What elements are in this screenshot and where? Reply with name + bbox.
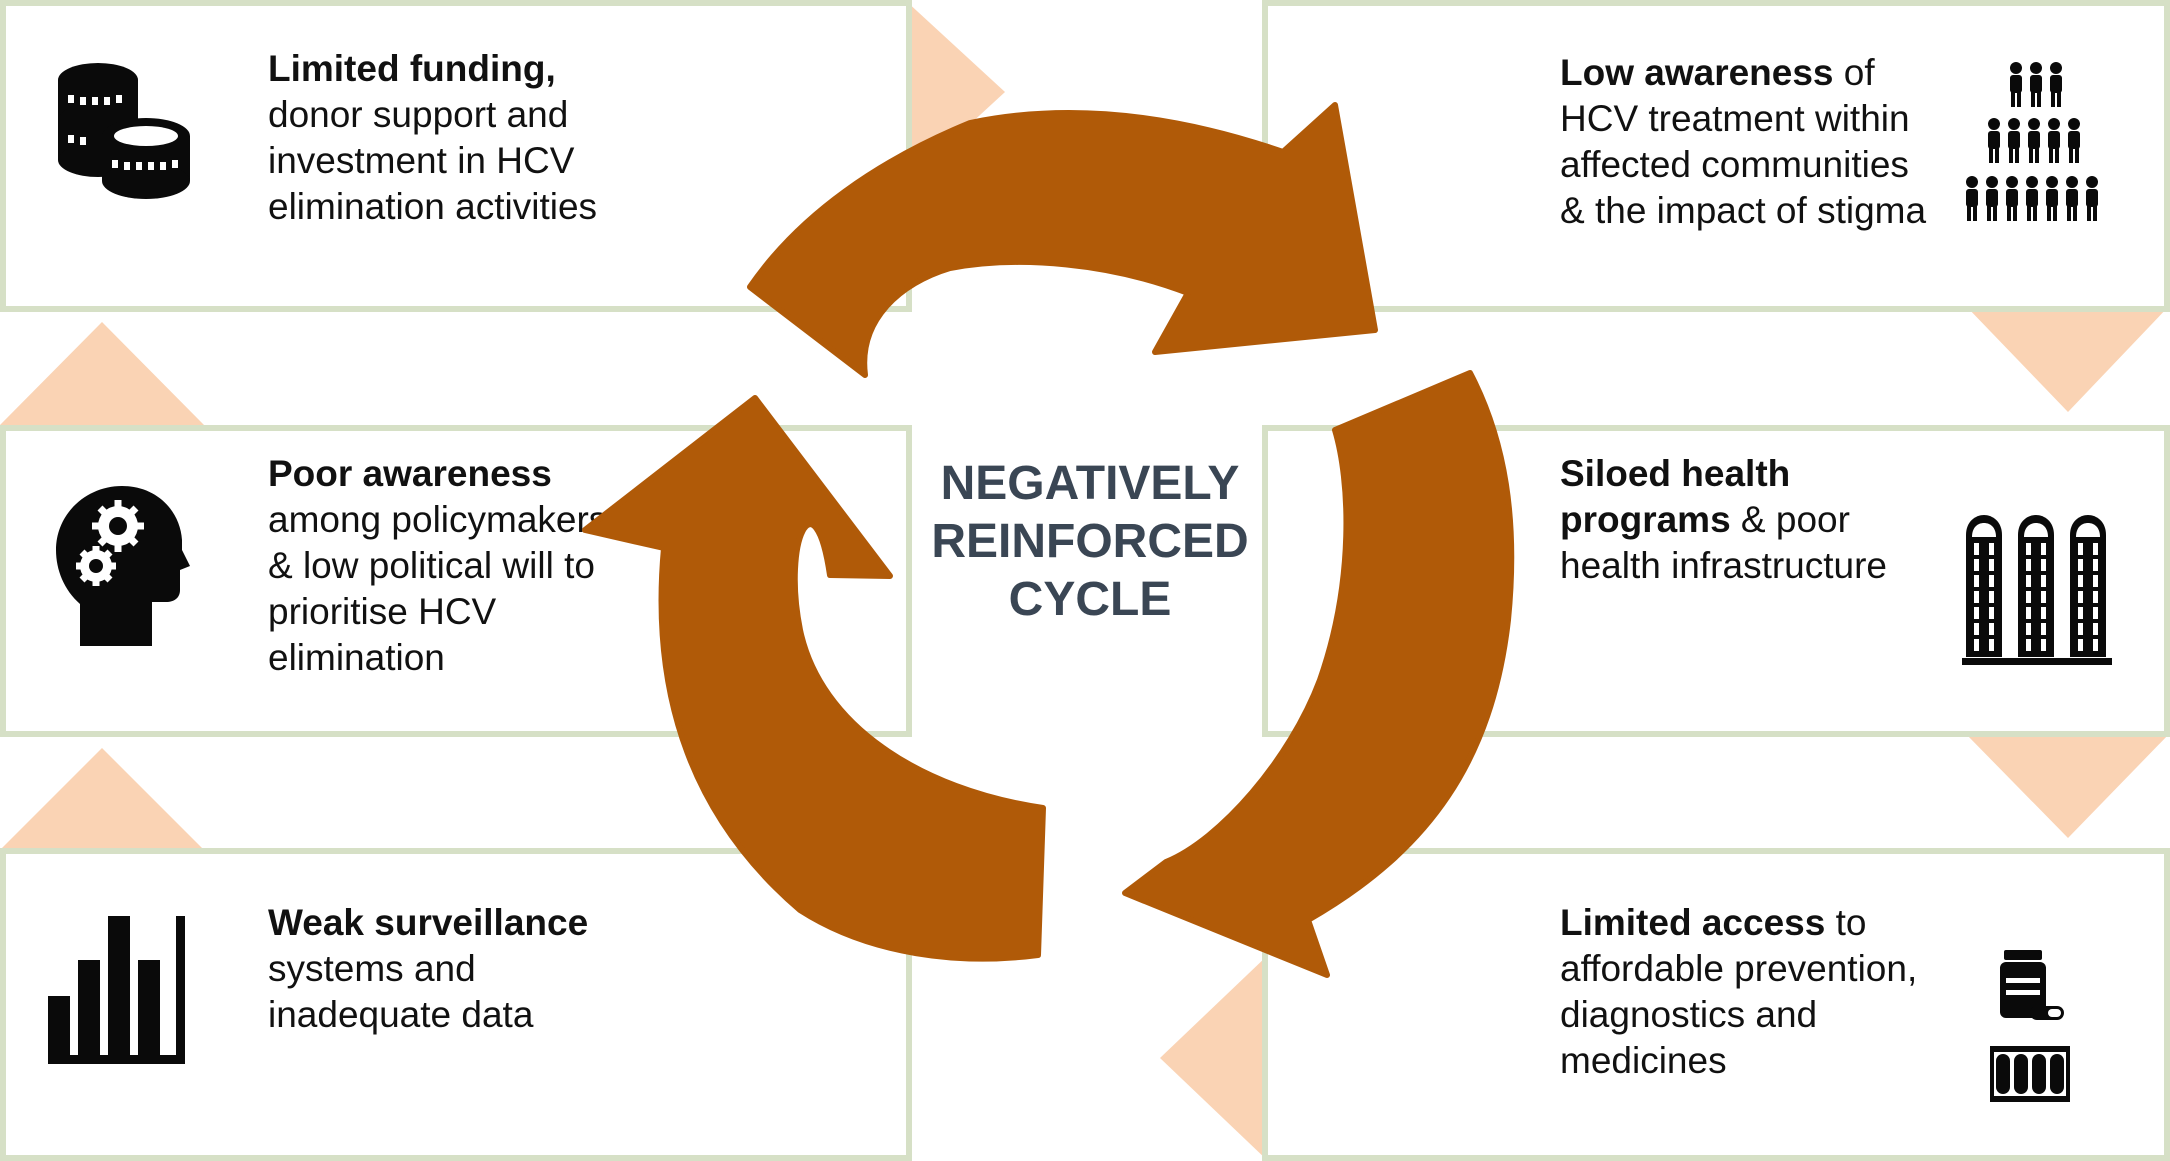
connector-triangle-left-lower <box>0 748 204 850</box>
community-text: of HCV treatment within affected communi… <box>1560 52 1927 231</box>
connector-triangle-left-upper <box>0 322 204 425</box>
cycle-title: NEGATIVELY REINFORCED CYCLE <box>880 455 1300 629</box>
box-limited-funding: Limited funding, donor support and inves… <box>0 0 912 312</box>
siloed-text: & poor health infrastructure <box>1560 499 1888 586</box>
box-weak-surveillance: Weak surveillance systems and inadequate… <box>0 848 912 1161</box>
connector-triangle-right-lower <box>1965 733 2170 838</box>
coins-icon <box>58 63 190 199</box>
community-bold-text: Low awareness <box>1560 52 1834 93</box>
bar-chart-icon <box>48 916 185 1064</box>
funding-text: donor support and investment in HCV elim… <box>268 94 598 227</box>
siloed-bold-text: Siloed health programs <box>1560 453 1791 540</box>
cycle-title-line-3: CYCLE <box>1008 573 1172 626</box>
head-gears-icon <box>56 486 190 646</box>
box-low-awareness-community: Low awareness of HCV treatment within af… <box>1262 0 2170 312</box>
cycle-arrow-right <box>1122 370 1515 978</box>
surveillance-bold-text: Weak surveillance <box>268 902 589 943</box>
box-limited-access: Limited access to affordable prevention,… <box>1262 848 2170 1161</box>
cycle-arrow-left <box>582 395 1046 962</box>
funding-bold-text: Limited funding, <box>268 48 556 89</box>
policy-bold-text: Poor awareness <box>268 453 552 494</box>
medicine-test-tubes-icon <box>1990 950 2070 1102</box>
policy-text: among policymakers & low political will … <box>268 499 608 678</box>
connector-triangle-bottom-right <box>1160 955 1268 1161</box>
cycle-title-line-1: NEGATIVELY <box>940 457 1240 510</box>
cycle-title-line-2: REINFORCED <box>931 515 1249 568</box>
surveillance-text: systems and inadequate data <box>268 948 534 1035</box>
cycle-arrow-top <box>747 102 1378 378</box>
silos-icon <box>1962 515 2112 665</box>
connector-triangle-right-upper <box>1965 305 2170 412</box>
access-bold-text: Limited access <box>1560 902 1826 943</box>
access-text: to affordable prevention, diagnostics an… <box>1560 902 1918 1081</box>
